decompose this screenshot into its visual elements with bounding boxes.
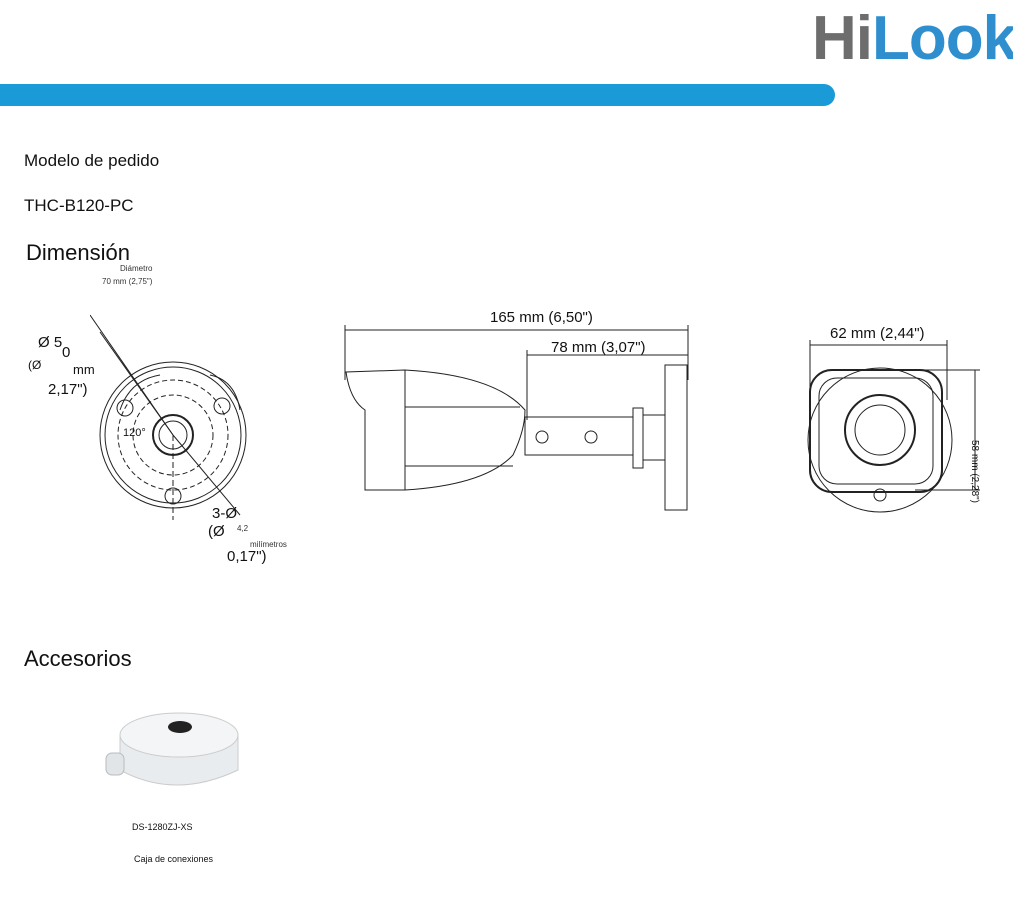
- front-view-drawing: [807, 340, 980, 513]
- accessories-title: Accesorios: [24, 646, 132, 671]
- length-bracket: 78 mm (3,07"): [551, 339, 646, 356]
- order-model: THC-B120-PC: [24, 196, 134, 215]
- bottom-view-drawing: [90, 314, 247, 520]
- diameter-label: Diámetro: [120, 264, 153, 273]
- holes-e: 0,17"): [227, 548, 267, 565]
- accessory-model: DS-1280ZJ-XS: [132, 822, 193, 832]
- front-height: 58 mm (2,28"): [969, 440, 980, 504]
- accessory-name: Caja de conexiones: [134, 854, 214, 864]
- front-width: 62 mm (2,44"): [830, 325, 925, 342]
- phi50-e: 2,17"): [48, 381, 88, 398]
- holes-d: milímetros: [250, 540, 287, 549]
- header-bar: [0, 84, 835, 106]
- holes-c: 4,2: [237, 524, 249, 533]
- phi50-b: 0: [62, 344, 71, 361]
- phi50-a: Ø 5: [38, 334, 63, 351]
- dimension-title: Dimensión: [26, 240, 130, 265]
- holes-a: 3-Ø: [212, 505, 238, 522]
- diameter-value: 70 mm (2,75"): [102, 277, 153, 286]
- order-label: Modelo de pedido: [24, 151, 160, 170]
- phi50-c: (Ø: [28, 358, 42, 372]
- hilook-logo: HiLook: [812, 4, 1013, 73]
- phi50-d: mm: [73, 362, 95, 377]
- holes-b: (Ø: [208, 523, 225, 540]
- angle-label: 120°: [123, 427, 146, 439]
- junction-box-image: [105, 712, 239, 786]
- side-view-drawing: [344, 325, 689, 511]
- length-total: 165 mm (6,50"): [490, 309, 593, 326]
